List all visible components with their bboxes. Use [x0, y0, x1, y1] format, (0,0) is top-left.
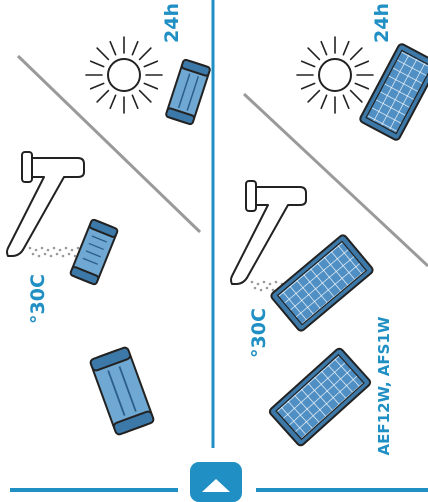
flat-filter-icon — [268, 347, 372, 447]
diagonal-divider-left — [16, 54, 202, 234]
left-water-temp-label: °30C — [27, 274, 49, 324]
sun-icon — [85, 36, 163, 114]
faucet-icon — [230, 180, 307, 285]
flat-filter-icon — [270, 234, 374, 332]
cylindrical-filter-icon — [165, 58, 211, 126]
scroll-up-button[interactable] — [190, 462, 242, 502]
cylindrical-filter-icon — [89, 346, 155, 436]
left-drying-time-label: 24h — [161, 3, 183, 43]
model-numbers-label: AEF12W, AFS1W — [375, 316, 393, 456]
faucet-icon — [6, 151, 85, 257]
diagonal-divider-right — [242, 92, 428, 268]
sun-icon — [296, 36, 374, 114]
water-spray-icon — [28, 246, 80, 258]
chevron-up-icon — [202, 479, 230, 492]
right-water-temp-label: °30C — [248, 308, 270, 358]
right-drying-time-label: 24h — [371, 3, 393, 43]
flat-filter-icon — [359, 43, 428, 141]
cylindrical-filter-icon — [69, 218, 119, 286]
